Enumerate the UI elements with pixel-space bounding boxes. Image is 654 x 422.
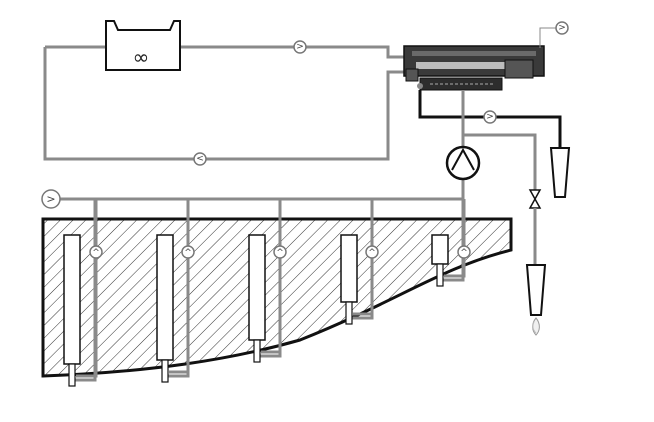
flow-marker-sensor: > <box>555 21 569 35</box>
primary-supply-pipe <box>45 45 405 59</box>
flow-marker-branch: ^ <box>89 245 103 259</box>
branch-circuit: ^ <box>248 199 287 363</box>
flow-marker-branch: ^ <box>181 245 195 259</box>
probe-tip <box>68 363 76 387</box>
svg-text:^: ^ <box>92 248 100 258</box>
flow-marker-branch: ^ <box>365 245 379 259</box>
primary-return-pipe <box>43 47 405 161</box>
svg-text:>: > <box>46 193 55 206</box>
probe-tip <box>161 359 169 383</box>
branch-return-pipe <box>444 199 466 278</box>
flow-marker-branch: ^ <box>273 245 287 259</box>
branch-circuit: ^ <box>340 199 379 325</box>
probe-body <box>248 234 266 341</box>
conical-vessel-icon <box>549 147 571 198</box>
circulation-pump-icon <box>445 145 481 181</box>
svg-text:>: > <box>558 23 566 33</box>
probe-tip <box>345 301 353 325</box>
shutoff-valve-icon <box>528 189 542 209</box>
branch-circuit: ^ <box>63 199 103 387</box>
probe-tip <box>253 339 261 363</box>
probe-body <box>431 234 449 265</box>
expansion-symbol: ∞ <box>133 45 150 69</box>
flow-marker-branch: ^ <box>457 245 471 259</box>
sensor-callout-line <box>539 27 556 48</box>
probe-tip <box>436 263 444 287</box>
svg-text:^: ^ <box>460 248 468 258</box>
primary-loop <box>43 45 405 161</box>
conical-vessel-icon <box>525 264 547 316</box>
heat-exchanger-unit-icon <box>403 45 545 91</box>
probe-body <box>340 234 358 303</box>
svg-text:^: ^ <box>368 248 376 258</box>
svg-text:>: > <box>296 42 304 52</box>
flow-marker-primary-return: < <box>193 152 207 166</box>
flow-marker-primary-supply: > <box>293 40 307 54</box>
branch-circuit: ^ <box>431 199 471 287</box>
branch-circuit: ^ <box>156 199 195 383</box>
svg-text:^: ^ <box>276 248 284 258</box>
svg-text:<: < <box>196 154 204 164</box>
probe-body <box>156 234 174 361</box>
expansion-tank-icon: ∞ <box>105 20 181 71</box>
flow-marker-header-inlet: > <box>41 189 61 209</box>
flow-marker-secondary: > <box>483 110 497 124</box>
branch-circuits: ^ ^ ^ ^ ^ <box>63 199 471 387</box>
flame-icon <box>532 317 540 336</box>
svg-text:^: ^ <box>184 248 192 258</box>
branch-return-pipe <box>353 199 374 316</box>
branch-to-valve-pipe <box>463 133 537 195</box>
probe-body <box>63 234 81 365</box>
svg-text:>: > <box>486 112 494 122</box>
